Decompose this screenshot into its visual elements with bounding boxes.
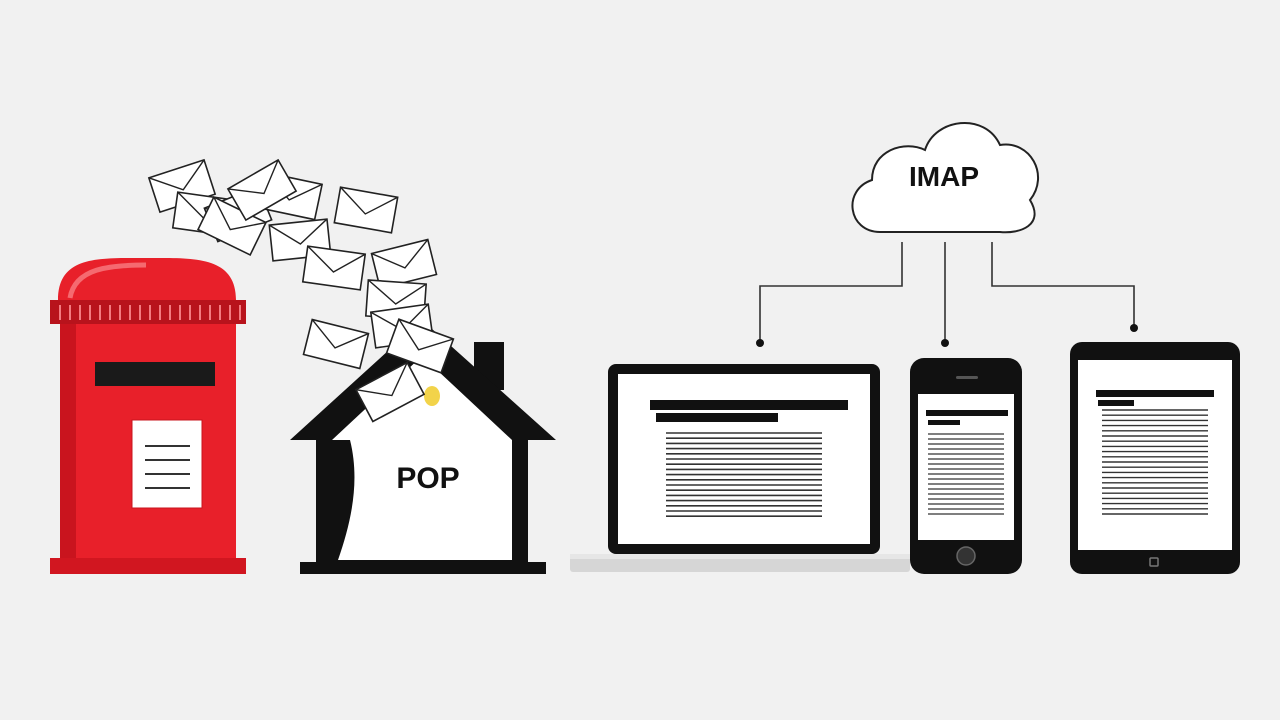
imap-connector-lines — [759, 242, 1135, 340]
connector-dot-tablet — [1130, 324, 1138, 332]
house-icon: POP — [290, 320, 556, 574]
envelope-icon — [354, 361, 426, 423]
tablet-icon — [1070, 342, 1240, 574]
envelope-icon — [370, 238, 438, 290]
cloud-icon: IMAP — [851, 121, 1040, 234]
envelope-icon — [226, 158, 298, 222]
envelope-icon — [301, 245, 367, 291]
smartphone-icon — [910, 358, 1022, 574]
envelope-stream — [147, 158, 455, 423]
pop-label: POP — [396, 462, 459, 495]
connector-dot-phone — [941, 339, 949, 347]
imap-label: IMAP — [909, 161, 979, 192]
envelope-icon — [333, 186, 399, 234]
postbox-icon — [50, 257, 246, 574]
envelope-icon — [302, 318, 370, 370]
connector-dot-laptop — [756, 339, 764, 347]
envelope-icon — [385, 318, 455, 374]
laptop-icon — [570, 364, 910, 572]
